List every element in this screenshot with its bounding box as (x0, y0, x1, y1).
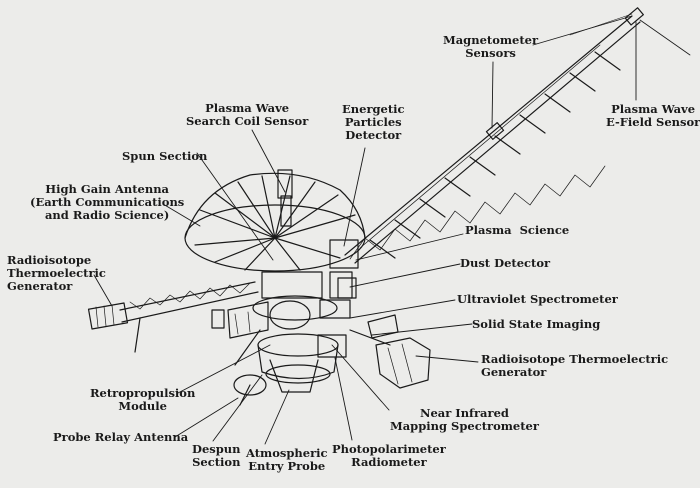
label-plasma-wave-search-coil-sensor: Plasma Wave Search Coil Sensor (186, 101, 309, 128)
spacecraft-bus (211, 239, 359, 339)
label-spun-section: Spun Section (122, 149, 208, 163)
despun-section (233, 329, 347, 406)
label-plasma-wave-efield-sensor: Plasma Wave E-Field Sensor (606, 102, 700, 129)
high-gain-antenna-dish (184, 169, 366, 272)
label-dust-detector: Dust Detector (460, 256, 551, 270)
label-despun-section: Despun Section (192, 442, 241, 469)
label-plasma-science: Plasma Science (465, 223, 570, 237)
label-solid-state-imaging: Solid State Imaging (472, 317, 601, 331)
label-near-infrared-mapping-spectrometer: Near Infrared Mapping Spectrometer (390, 406, 539, 433)
label-ultraviolet-spectrometer: Ultraviolet Spectrometer (457, 292, 618, 306)
label-retropropulsion-module: Retropropulsion Module (90, 386, 196, 413)
label-photopolarimeter-radiometer: Photopolarimeter Radiometer (332, 442, 446, 469)
label-magnetometer-sensors: Magnetometer Sensors (443, 33, 539, 60)
left-rtg-boom (87, 281, 259, 353)
label-rtg-left: Radioisotope Thermoelectric Generator (7, 253, 106, 293)
label-energetic-particles-detector: Energetic Particles Detector (342, 102, 405, 142)
label-atmospheric-entry-probe: Atmospheric Entry Probe (246, 446, 328, 473)
leader-lines (93, 15, 637, 445)
label-high-gain-antenna: High Gain Antenna (Earth Communications … (30, 182, 185, 222)
label-probe-relay-antenna: Probe Relay Antenna (53, 430, 189, 444)
magnetometer-boom (344, 7, 691, 264)
right-rtg (349, 314, 431, 389)
label-rtg-right: Radioisotope Thermoelectric Generator (481, 352, 669, 379)
